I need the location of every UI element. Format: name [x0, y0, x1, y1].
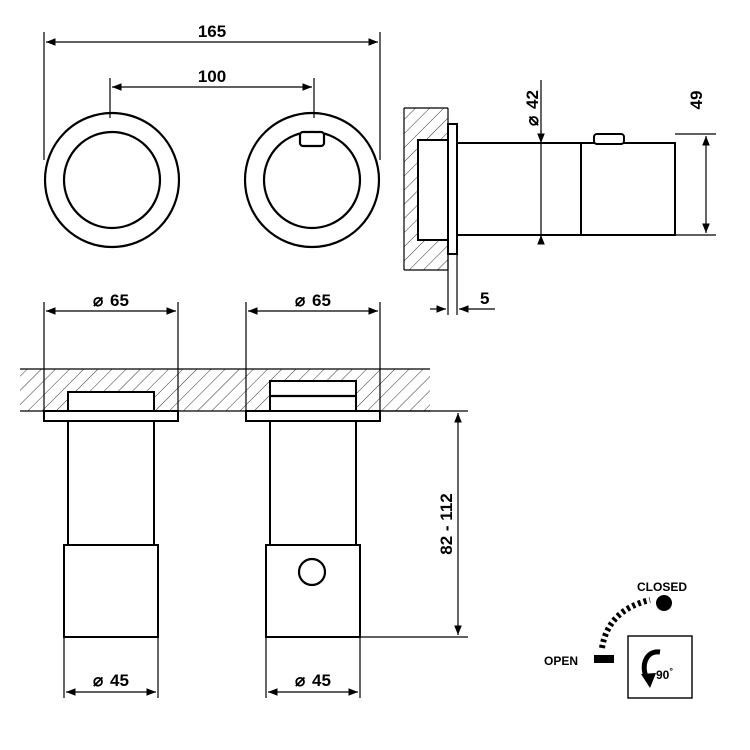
plate-65-right-label: 65 [312, 291, 331, 310]
rotation-arc-icon [599, 597, 651, 649]
body-45-right-dimension: ⌀ 45 [265, 637, 361, 698]
svg-text:⌀ 65: ⌀ 65 [295, 291, 331, 310]
body-45-right-label: 45 [312, 671, 331, 690]
svg-text:⌀ 45: ⌀ 45 [295, 671, 331, 690]
plate-thickness-label: 5 [480, 289, 489, 308]
diameter-symbol: ⌀ [295, 291, 306, 310]
closed-label: CLOSED [637, 580, 687, 594]
overall-width-label: 165 [198, 22, 226, 41]
rotation-legend: CLOSED OPEN 90° [544, 580, 693, 699]
right-valve-section [245, 380, 381, 638]
plate-thickness-dimension: 5 [430, 254, 495, 315]
degree-symbol: ° [669, 666, 673, 676]
rotation-90-icon: 90° [627, 635, 693, 699]
open-bar-icon [594, 655, 614, 663]
diameter-42-dimension: ⌀ 42 [523, 80, 545, 245]
height-49-label: 49 [687, 91, 706, 110]
svg-text:⌀ 42: ⌀ 42 [523, 90, 542, 126]
closed-dot-icon [656, 595, 672, 611]
depth-range-label: 82 - 112 [437, 493, 456, 554]
plate-65-left-dimension: ⌀ 65 [43, 291, 179, 411]
center-distance-dimension: 100 [112, 67, 312, 91]
section-view: ⌀ 65 ⌀ 65 [20, 291, 468, 698]
diameter-symbol: ⌀ [295, 671, 306, 690]
front-view: 165 100 [43, 22, 381, 249]
side-view: ⌀ 42 49 5 [403, 80, 716, 315]
depth-dimension: 82 - 112 [360, 410, 468, 638]
diameter-symbol: ⌀ [93, 291, 104, 310]
plate-65-left-label: 65 [110, 291, 129, 310]
left-valve-section [43, 391, 179, 638]
diameter-symbol: ⌀ [93, 671, 104, 690]
diameter-42-label: 42 [523, 90, 542, 109]
center-distance-label: 100 [198, 67, 226, 86]
open-label: OPEN [544, 654, 578, 668]
angle-label: 90 [656, 668, 670, 682]
height-49-dimension: 49 [675, 91, 716, 236]
svg-text:⌀ 45: ⌀ 45 [93, 671, 129, 690]
plate-65-right-dimension: ⌀ 65 [245, 291, 381, 411]
svg-text:90°: 90° [656, 666, 673, 682]
body-45-left-label: 45 [110, 671, 129, 690]
diameter-symbol: ⌀ [523, 115, 542, 126]
body-45-left-dimension: ⌀ 45 [63, 637, 159, 698]
right-handle-front [243, 111, 381, 249]
overall-width-dimension: 165 [46, 22, 378, 46]
left-handle-front [43, 111, 181, 249]
svg-text:⌀ 65: ⌀ 65 [93, 291, 129, 310]
